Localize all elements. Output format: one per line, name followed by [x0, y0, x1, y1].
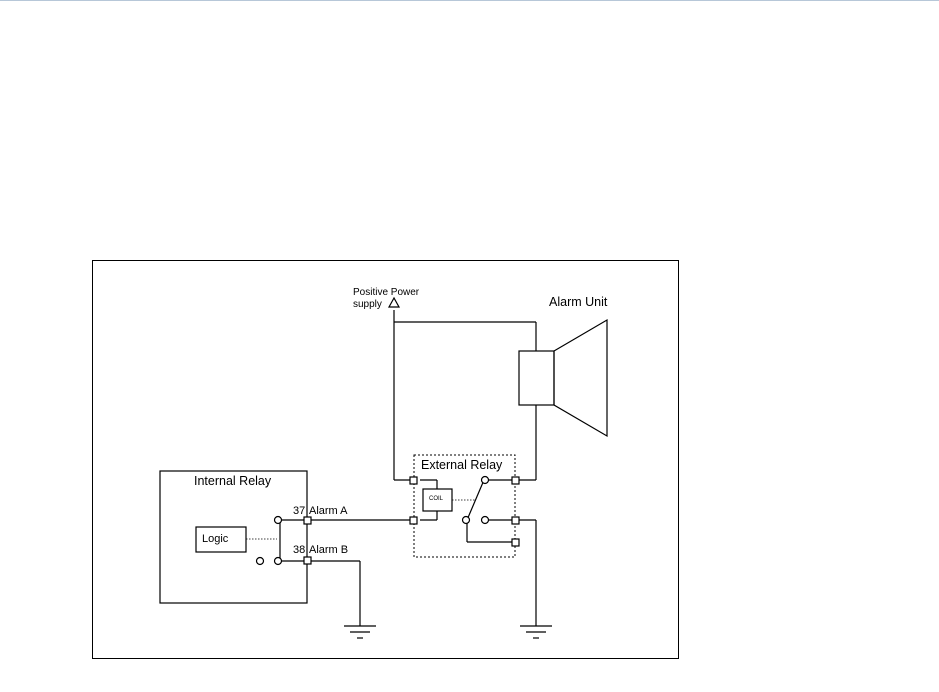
- terminal-38-label: 38: [293, 544, 305, 556]
- terminal-37-label: 37: [293, 505, 305, 517]
- speaker-cone: [554, 320, 607, 436]
- ext-contact-top: [482, 477, 489, 484]
- ext-terminal-tl: [410, 477, 417, 484]
- ext-contact-mid-left: [463, 517, 470, 524]
- ext-terminal-mr: [512, 517, 519, 524]
- ext-contact-mid-right: [482, 517, 489, 524]
- alarm-a-label: Alarm A: [309, 505, 348, 517]
- positive-power-label: Positive Power: [353, 287, 419, 298]
- ground-icon-left: [344, 626, 376, 638]
- alarm-b-label: Alarm B: [309, 544, 348, 556]
- ground-icon-right: [520, 626, 552, 638]
- internal-contact-b-right: [275, 558, 282, 565]
- speaker-body: [519, 351, 554, 405]
- ext-terminal-tr: [512, 477, 519, 484]
- internal-contact-a: [275, 517, 282, 524]
- ext-terminal-bl: [410, 517, 417, 524]
- supply-label: supply: [353, 299, 382, 310]
- positive-supply-icon: [389, 298, 399, 307]
- terminal-37: [304, 517, 311, 524]
- alarm-unit-label: Alarm Unit: [549, 296, 607, 310]
- logic-label: Logic: [202, 533, 228, 545]
- coil-label: COIL: [429, 496, 443, 503]
- internal-contact-b-left: [257, 558, 264, 565]
- internal-relay-label: Internal Relay: [194, 475, 271, 489]
- terminal-38: [304, 557, 311, 564]
- external-relay-label: External Relay: [421, 459, 502, 473]
- ext-terminal-br: [512, 539, 519, 546]
- internal-relay-box: [160, 471, 307, 603]
